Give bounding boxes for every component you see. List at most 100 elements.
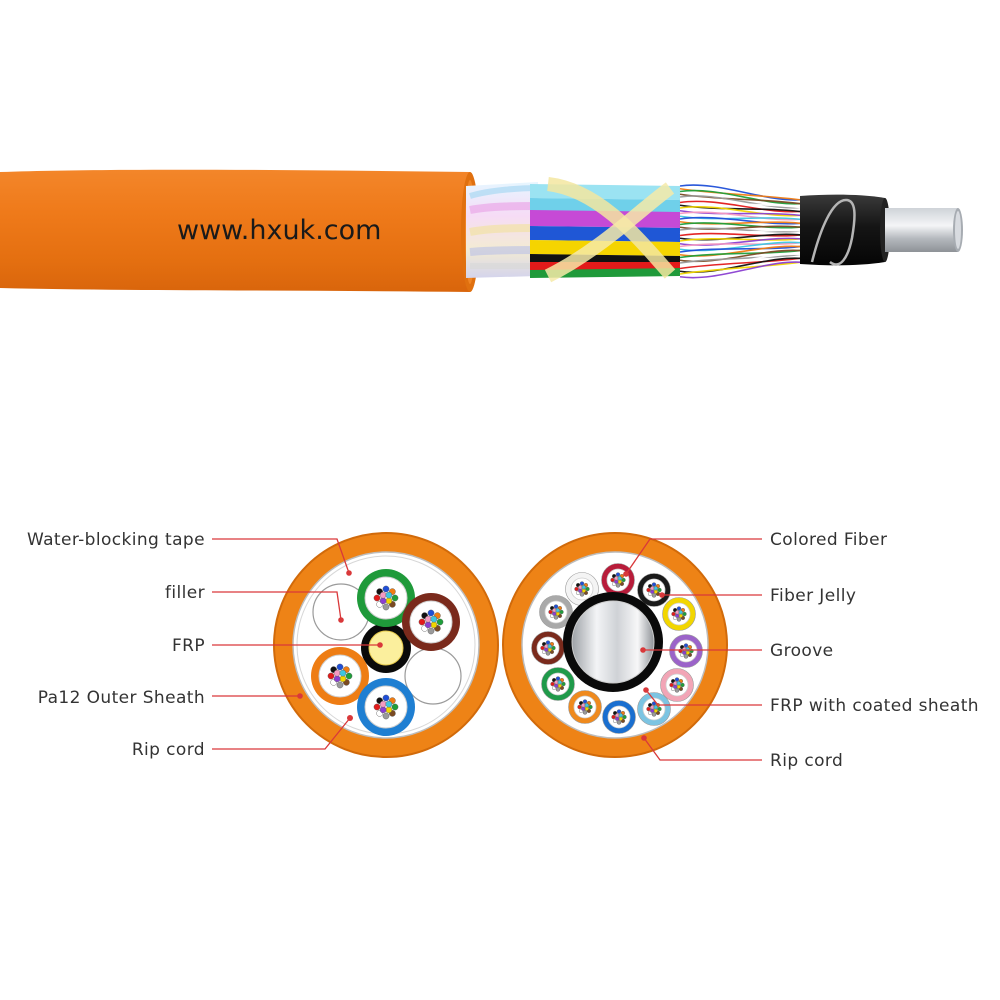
left-cross-section — [273, 532, 499, 758]
colored-fiber — [676, 617, 682, 622]
colored-fiber — [614, 576, 619, 581]
colored-fiber — [651, 712, 657, 717]
central-frp — [368, 630, 404, 666]
colored-fiber — [588, 704, 593, 710]
label-frp-coated-sheath: FRP with coated sheath — [770, 696, 979, 716]
colored-fiber — [674, 688, 680, 693]
colored-fiber — [551, 645, 556, 651]
colored-fiber — [552, 611, 557, 616]
colored-fiber — [555, 687, 561, 692]
colored-fiber — [554, 680, 559, 685]
colored-fiber — [579, 592, 585, 597]
orange-tube — [311, 647, 369, 705]
loose-tubes-side — [530, 177, 680, 283]
colored-fiber — [339, 669, 347, 677]
colored-fiber — [373, 703, 381, 711]
leader-rip-cord-right — [643, 737, 762, 761]
colored-fiber — [616, 709, 622, 714]
colored-fiber — [615, 716, 620, 721]
colored-fiber — [650, 589, 655, 594]
yellow-tube — [662, 597, 696, 631]
colored-fiber — [676, 681, 681, 686]
rip-cord-wire — [810, 198, 856, 266]
colored-fiber — [678, 610, 683, 615]
colored-fiber — [547, 644, 552, 649]
green-tube — [541, 667, 575, 701]
colored-fiber — [582, 710, 588, 715]
colored-fiber — [674, 677, 680, 682]
label-outer-sheath: Pa12 Outer Sheath — [38, 688, 205, 708]
label-rip-cord-right: Rip cord — [770, 751, 843, 771]
water-blocking-tape-section — [466, 182, 539, 278]
colored-fiber — [430, 621, 438, 629]
colored-fiber — [554, 683, 559, 688]
label-frp: FRP — [172, 636, 205, 656]
colored-fiber — [585, 586, 590, 592]
label-fiber-jelly: Fiber Jelly — [770, 586, 856, 606]
colored-fiber — [673, 684, 678, 689]
colored-fiber — [650, 708, 655, 713]
red-tube — [601, 563, 635, 597]
colored-fiber — [675, 613, 680, 618]
colored-fiber — [584, 706, 589, 711]
colored-fiber — [345, 672, 353, 680]
leader-frp-coated-sheath — [645, 689, 762, 706]
colored-fiber — [391, 703, 399, 711]
colored-fiber — [651, 593, 657, 598]
colored-fiber — [385, 700, 393, 708]
colored-fiber — [653, 589, 658, 594]
colored-fiber — [559, 609, 564, 615]
colored-fiber — [552, 608, 557, 613]
brown-tube — [531, 631, 565, 665]
colored-fiber — [333, 675, 341, 683]
colored-fiber — [555, 676, 561, 681]
aqua-tube — [637, 692, 671, 726]
exposed-fibers — [679, 184, 809, 279]
colored-fiber — [547, 647, 552, 652]
colored-fiber — [653, 705, 658, 710]
left-labels: Water-blocking tape filler FRP Pa12 Oute… — [27, 530, 383, 760]
colored-fiber — [557, 680, 562, 685]
colored-fiber — [385, 706, 393, 714]
colored-fiber — [618, 713, 623, 718]
right-labels: Colored Fiber Fiber Jelly Groove FRP wit… — [623, 530, 979, 771]
purple-tube — [669, 634, 703, 668]
colored-fiber — [584, 703, 589, 708]
cable-side-view: www.hxuk.com — [0, 169, 963, 292]
colored-fiber — [333, 669, 341, 677]
colored-fiber — [385, 597, 393, 605]
colored-fiber — [673, 681, 678, 686]
colored-fiber — [617, 579, 622, 584]
colored-fiber — [678, 613, 683, 618]
outer-sheath — [0, 169, 470, 292]
colored-fiber — [382, 585, 390, 593]
colored-fiber — [382, 603, 390, 611]
colored-fiber — [430, 615, 438, 623]
colored-fiber — [685, 650, 690, 655]
colored-fiber — [581, 703, 586, 708]
colored-fiber — [336, 681, 344, 689]
colored-fiber — [550, 681, 555, 687]
frp-rod-side — [885, 208, 958, 252]
colored-fiber — [379, 700, 387, 708]
label-water-blocking-tape: Water-blocking tape — [27, 530, 205, 550]
colored-fiber — [544, 644, 549, 649]
colored-fiber — [427, 609, 435, 617]
colored-fiber — [614, 579, 619, 584]
brown-tube — [402, 593, 460, 651]
colored-fiber — [553, 615, 559, 620]
leader-rip-cord-left — [212, 717, 351, 750]
colored-fiber — [339, 675, 347, 683]
blue-tube — [357, 678, 415, 736]
colored-fiber — [548, 609, 553, 615]
colored-fiber — [579, 581, 585, 586]
pink-tube — [660, 668, 694, 702]
colored-fiber — [682, 611, 687, 617]
colored-fiber — [621, 577, 626, 583]
colored-fiber — [669, 682, 674, 688]
colored-fiber — [615, 713, 620, 718]
colored-fiber — [581, 585, 586, 590]
colored-fiber — [379, 706, 387, 714]
fiber-strand — [679, 261, 809, 279]
